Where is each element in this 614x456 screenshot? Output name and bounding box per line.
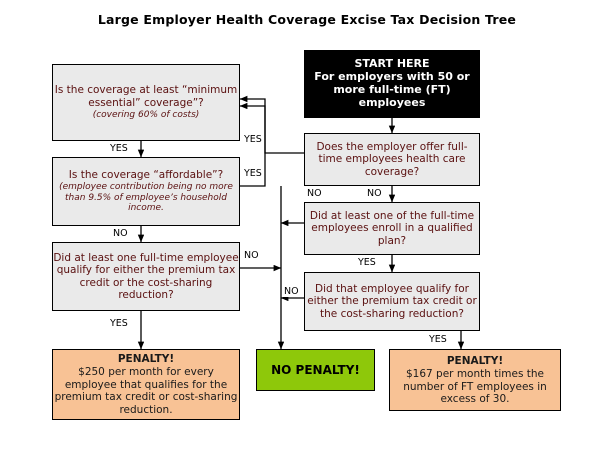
node-question-offer-coverage: Does the employer offer full-time employ… xyxy=(304,133,480,186)
penalty-167-heading: PENALTY! xyxy=(446,354,504,367)
edge-label-affordable-yes: YES xyxy=(243,168,263,179)
node-question-affordable: Is the coverage “affordable”? (employee … xyxy=(52,157,240,226)
edge-label-minimum-yes: YES xyxy=(109,143,129,154)
node-question-fulltime-qualify: Did at least one full-time employee qual… xyxy=(52,242,240,311)
edge-label-offer-yes: YES xyxy=(243,134,263,145)
node-question-employee-enroll: Did at least one of the full-time employ… xyxy=(304,202,480,255)
node-penalty-167: PENALTY! $167 per month times the number… xyxy=(389,349,561,411)
question-affordable-text: Is the coverage “affordable”? xyxy=(68,168,224,181)
penalty-250-heading: PENALTY! xyxy=(117,353,175,366)
node-penalty-250: PENALTY! $250 per month for every employ… xyxy=(52,349,240,420)
penalty-167-body: $167 per month times the number of FT em… xyxy=(403,368,547,405)
question-minimum-essential-text: Is the coverage at least “minimum essent… xyxy=(54,84,238,109)
node-question-minimum-essential: Is the coverage at least “minimum essent… xyxy=(52,64,240,141)
edge-label-that-employee-no: NO xyxy=(283,286,300,297)
question-minimum-essential-subtext: (covering 60% of costs) xyxy=(92,110,200,121)
edge-label-offer-no: NO xyxy=(306,188,323,199)
question-offer-coverage-text: Does the employer offer full-time employ… xyxy=(316,140,468,178)
question-employee-enroll-text: Did at least one of the full-time employ… xyxy=(309,209,475,247)
edge-label-affordable-no: NO xyxy=(112,228,129,239)
edge-label-qualify-yes: YES xyxy=(109,318,129,329)
start-here-body: For employers with 50 or more full-time … xyxy=(314,70,470,109)
start-here-heading: START HERE xyxy=(354,57,430,71)
node-start-here: START HERE For employers with 50 or more… xyxy=(304,50,480,118)
page-title: Large Employer Health Coverage Excise Ta… xyxy=(97,12,517,27)
edge-label-qualify-no: NO xyxy=(243,250,260,261)
node-question-that-employee-qualify: Did that employee qualify for either the… xyxy=(304,272,480,331)
question-that-employee-qualify-text: Did that employee qualify for either the… xyxy=(307,282,477,320)
question-affordable-subtext: (employee contribution being no more tha… xyxy=(59,182,233,214)
question-fulltime-qualify-text: Did at least one full-time employee qual… xyxy=(53,251,239,301)
node-no-penalty: NO PENALTY! xyxy=(256,349,375,391)
no-penalty-label: NO PENALTY! xyxy=(271,362,360,377)
penalty-250-body: $250 per month for every employee that q… xyxy=(54,366,238,416)
edge-label-enroll-no: NO xyxy=(366,188,383,199)
edge-label-enroll-yes: YES xyxy=(357,257,377,268)
edge-label-that-employee-yes: YES xyxy=(428,334,448,345)
